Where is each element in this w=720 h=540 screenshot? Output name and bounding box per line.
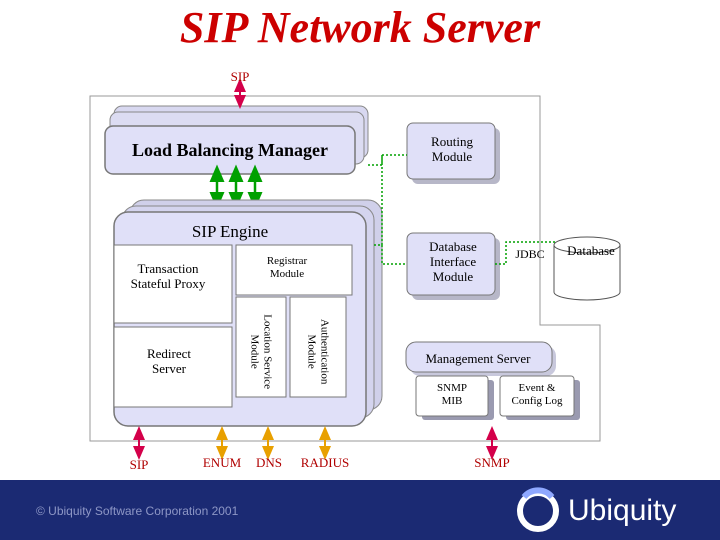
copyright-text: © Ubiquity Software Corporation 2001 — [36, 504, 239, 518]
transaction-proxy-box — [113, 244, 233, 324]
brand-name: Ubiquity — [568, 494, 677, 527]
location-service-box — [235, 296, 287, 398]
event-config-log-label: Event & Config Log — [511, 382, 563, 407]
ubiquity-logo-icon — [517, 487, 559, 532]
dbi-dotted-link — [374, 244, 407, 265]
management-server-box — [405, 341, 556, 376]
sip-bottom-label: SIP — [129, 457, 149, 472]
database-interface-box — [406, 232, 500, 300]
location-service-label: Location Service Module — [249, 314, 274, 390]
registrar-box — [235, 244, 353, 296]
authentication-label: Authentication Module — [306, 318, 331, 385]
redirect-server-box — [113, 326, 233, 408]
sip-engine-label: SIP Engine — [191, 222, 269, 241]
enum-label: ENUM — [202, 455, 242, 470]
jdbc-label: JDBC — [515, 247, 545, 261]
authentication-box — [289, 296, 347, 398]
load-balancing-manager-label: Load Balancing Manager — [131, 140, 328, 160]
architecture-diagram — [89, 78, 621, 460]
dns-label: DNS — [255, 455, 282, 470]
database-label: Database — [567, 243, 615, 258]
management-server-label: Management Server — [425, 351, 531, 366]
routing-module-label: Routing Module — [431, 134, 473, 164]
snmp-mib-label: SNMP MIB — [437, 382, 467, 407]
page-title: SIP Network Server — [179, 3, 541, 52]
transaction-proxy-label: Transaction Stateful Proxy — [130, 261, 206, 291]
snmp-label: SNMP — [474, 455, 510, 470]
routing-module-box — [406, 122, 500, 184]
sip-top-label: SIP — [230, 69, 250, 84]
registrar-label: Registrar Module — [266, 255, 308, 280]
database-cylinder — [553, 236, 621, 301]
load-balancing-manager-box — [104, 105, 369, 175]
routing-dotted-link — [368, 154, 407, 166]
footer-bar — [0, 480, 720, 540]
redirect-server-label: Redirect Server — [146, 346, 192, 376]
database-interface-label: Database Interface Module — [429, 239, 477, 284]
jdbc-dotted-link — [495, 241, 560, 265]
snmp-mib-box — [415, 375, 494, 420]
event-config-log-box — [499, 375, 580, 420]
radius-label: RADIUS — [300, 455, 350, 470]
